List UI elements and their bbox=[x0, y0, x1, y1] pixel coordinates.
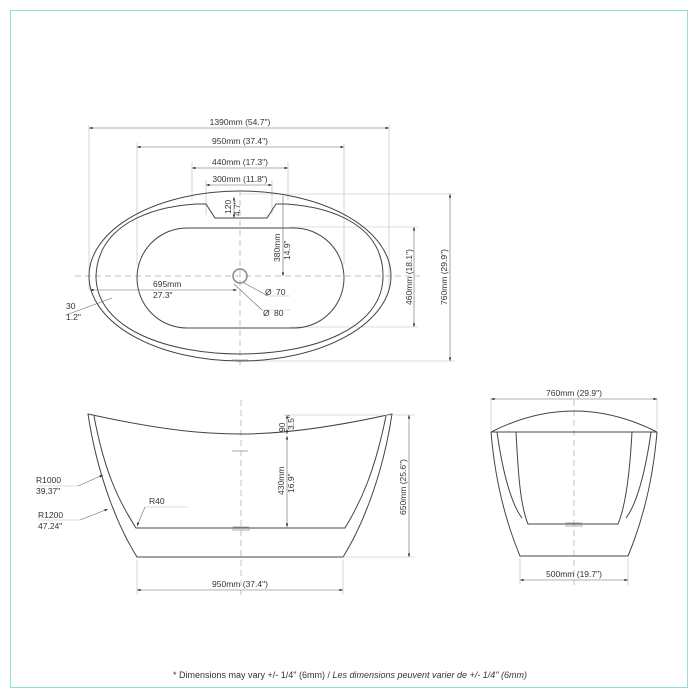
overall-length-label: 1390mm (54.7") bbox=[210, 117, 271, 127]
headrest-outer-label: 440mm (17.3") bbox=[212, 157, 268, 167]
rim-width-in: 1.2" bbox=[66, 312, 81, 322]
diameter-symbol-inner: Ø bbox=[265, 287, 272, 297]
footnote-fr: Les dimensions peuvent varier de +/- 1/4… bbox=[332, 670, 528, 680]
overall-width-label: 760mm (29.9") bbox=[439, 249, 449, 305]
rim-drop-mm: 90 bbox=[277, 422, 287, 432]
drain-inner-diameter: 70 bbox=[276, 287, 286, 297]
side-view: 90 3.5" 430mm 16.9" 650mm (25.6") 950mm … bbox=[36, 400, 415, 595]
diameter-symbol-outer: Ø bbox=[263, 308, 270, 318]
basin-width-label: 460mm (18.1") bbox=[404, 249, 414, 305]
end-top-width-label: 760mm (29.9") bbox=[546, 388, 602, 398]
base-length-label: 950mm (37.4") bbox=[212, 579, 268, 589]
radius-outer-in: 47.24" bbox=[38, 521, 62, 531]
radius-outer-mm: R1200 bbox=[38, 510, 63, 520]
drain-to-wall-in: 14.9" bbox=[282, 240, 292, 260]
footnote-en: * Dimensions may vary +/- 1/4" (6mm) / bbox=[172, 670, 333, 680]
depth-mm: 430mm bbox=[276, 467, 286, 495]
headrest-inner-label: 300mm (11.8") bbox=[212, 174, 267, 184]
headrest-depth-mm: 120 bbox=[223, 200, 233, 214]
radius-inner-mm: R1000 bbox=[36, 475, 61, 485]
footnote: * Dimensions may vary +/- 1/4" (6mm) / L… bbox=[0, 670, 700, 680]
rim-width-mm: 30 bbox=[66, 301, 76, 311]
end-base-width-label: 500mm (19.7") bbox=[546, 569, 602, 579]
end-view: 760mm (29.9") 500mm (19.7") bbox=[490, 388, 658, 585]
drain-offset-in: 27.3" bbox=[153, 290, 173, 300]
radius-inner-in: 39.37" bbox=[36, 486, 60, 496]
headrest-depth-in: 4.7" bbox=[232, 201, 242, 216]
depth-in: 16.9" bbox=[286, 473, 296, 493]
drain-offset-mm: 695mm bbox=[153, 279, 181, 289]
drain-outer-diameter: 80 bbox=[274, 308, 284, 318]
top-view: 1390mm (54.7") 950mm (37.4") 440mm (17.3… bbox=[65, 117, 455, 365]
drawing-frame bbox=[10, 10, 688, 688]
basin-length-label: 950mm (37.4") bbox=[212, 136, 268, 146]
corner-radius-label: R40 bbox=[149, 496, 165, 506]
overall-height-label: 650mm (25.6") bbox=[398, 459, 408, 515]
drain-to-wall-mm: 380mm bbox=[272, 234, 282, 262]
rim-drop-in: 3.5" bbox=[286, 415, 296, 430]
